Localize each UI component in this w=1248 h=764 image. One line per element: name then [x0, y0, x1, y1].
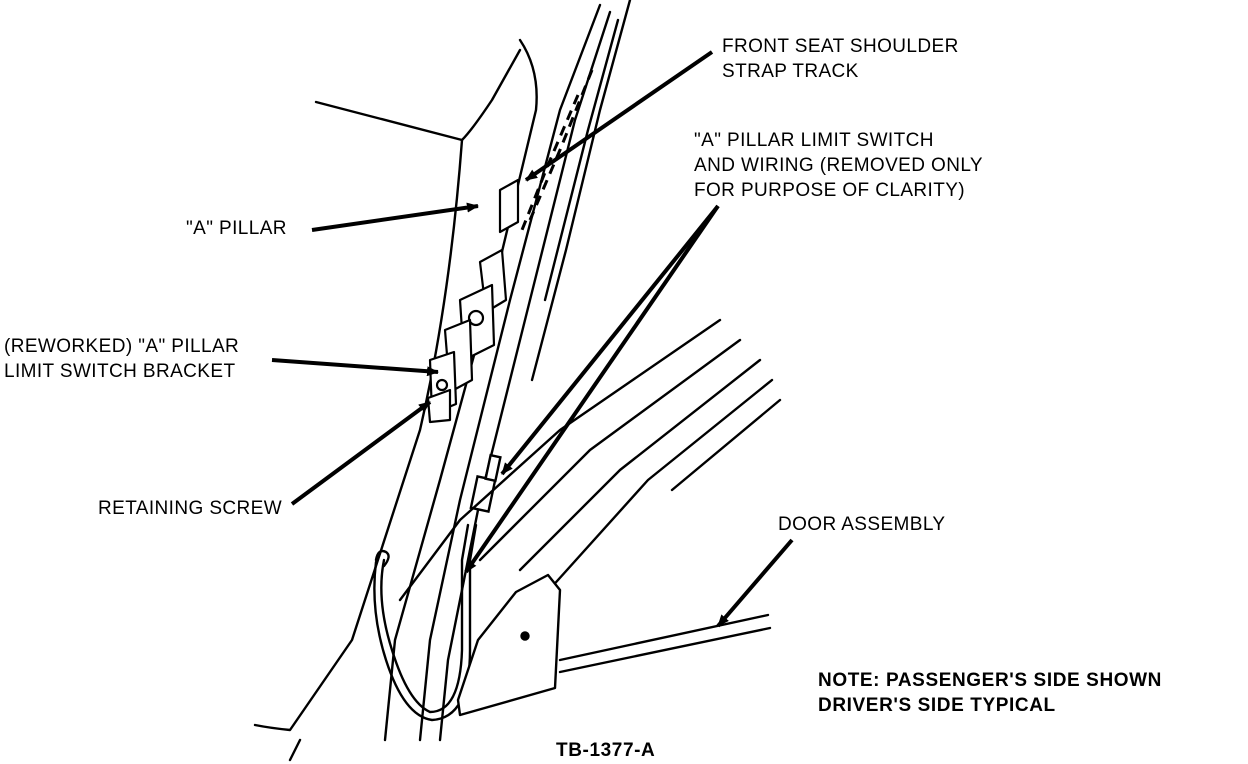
label-door-assembly: DOOR ASSEMBLY [778, 514, 946, 535]
label-line: "A" PILLAR LIMIT SWITCH [694, 130, 934, 151]
door-assembly-drawing [398, 318, 782, 717]
label-line: AND WIRING (REMOVED ONLY [694, 155, 983, 176]
arrow-a-pillar [311, 202, 479, 232]
label-line: STRAP TRACK [722, 61, 859, 82]
arrow-wiring-lower [464, 204, 720, 574]
label-limit-switch-wiring: "A" PILLAR LIMIT SWITCH AND WIRING (REMO… [694, 128, 983, 203]
arrow-wiring-upper [500, 204, 720, 476]
leader-arrows [271, 50, 794, 628]
label-a-pillar: "A" PILLAR [186, 218, 287, 239]
figure-id: TB-1377-A [556, 740, 656, 761]
note-line: DRIVER'S SIDE TYPICAL [818, 695, 1056, 716]
label-line: FRONT SEAT SHOULDER [722, 36, 959, 57]
a-pillar-drawing [253, 0, 632, 762]
label-reworked-bracket: (REWORKED) "A" PILLAR LIMIT SWITCH BRACK… [4, 334, 239, 384]
label-shoulder-strap-track: FRONT SEAT SHOULDER STRAP TRACK [722, 34, 959, 84]
shoulder-strap-track-drawing [520, 69, 594, 231]
arrow-retaining-screw [290, 400, 432, 506]
label-line: (REWORKED) "A" PILLAR [4, 336, 240, 357]
label-retaining-screw: RETAINING SCREW [98, 498, 283, 519]
arrow-shoulder-strap-track [524, 50, 714, 182]
arrow-door-assembly [716, 538, 794, 628]
label-line: LIMIT SWITCH BRACKET [4, 361, 236, 382]
bracket-assembly-drawing [426, 178, 520, 424]
note-line: NOTE: PASSENGER'S SIDE SHOWN [818, 670, 1163, 691]
label-line: FOR PURPOSE OF CLARITY) [694, 180, 966, 201]
note-text: NOTE: PASSENGER'S SIDE SHOWN DRIVER'S SI… [818, 668, 1162, 718]
arrow-reworked-bracket [271, 358, 439, 377]
